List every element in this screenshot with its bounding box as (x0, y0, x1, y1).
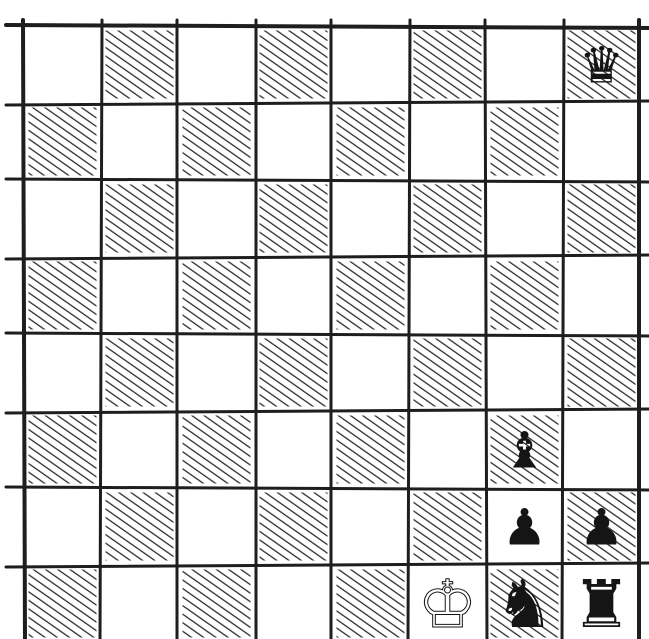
square-b7-light[interactable] (101, 103, 178, 180)
square-d7-light[interactable] (255, 103, 332, 180)
square-a6-light[interactable] (24, 180, 101, 257)
square-c3-dark[interactable] (178, 411, 255, 488)
square-f2-dark[interactable] (409, 488, 486, 565)
square-g7-dark[interactable] (486, 103, 563, 180)
square-f3-light[interactable] (409, 411, 486, 488)
square-c1-dark[interactable] (178, 565, 255, 639)
square-e1-dark[interactable] (332, 565, 409, 639)
square-h5-light[interactable] (563, 257, 640, 334)
square-e8-light[interactable] (332, 26, 409, 103)
square-h7-light[interactable] (563, 103, 640, 180)
square-e5-dark[interactable] (332, 257, 409, 334)
black-pawn-h2[interactable]: ♟ (579, 499, 624, 557)
square-b4-dark[interactable] (101, 334, 178, 411)
square-a3-dark[interactable] (24, 411, 101, 488)
square-c6-light[interactable] (178, 180, 255, 257)
square-g4-light[interactable] (486, 334, 563, 411)
square-d2-dark[interactable] (255, 488, 332, 565)
square-f5-light[interactable] (409, 257, 486, 334)
grid-line-vertical (408, 20, 410, 639)
square-b2-dark[interactable] (101, 488, 178, 565)
square-a1-dark[interactable] (24, 565, 101, 639)
grid-line-vertical (485, 20, 487, 639)
square-b6-dark[interactable] (101, 180, 178, 257)
square-d1-light[interactable] (255, 565, 332, 639)
square-c2-light[interactable] (178, 488, 255, 565)
black-knight-g1[interactable]: ♞ (495, 566, 554, 639)
square-e7-dark[interactable] (332, 103, 409, 180)
square-c4-light[interactable] (178, 334, 255, 411)
square-a8-light[interactable] (24, 26, 101, 103)
square-f8-dark[interactable] (409, 26, 486, 103)
grid-line-vertical (100, 20, 102, 639)
square-b5-light[interactable] (101, 257, 178, 334)
square-e3-dark[interactable] (332, 411, 409, 488)
square-a5-dark[interactable] (24, 257, 101, 334)
square-h3-light[interactable] (563, 411, 640, 488)
square-h4-dark[interactable] (563, 334, 640, 411)
square-b3-light[interactable] (101, 411, 178, 488)
square-c8-light[interactable] (178, 26, 255, 103)
square-f7-light[interactable] (409, 103, 486, 180)
square-g5-dark[interactable] (486, 257, 563, 334)
square-d6-dark[interactable] (255, 180, 332, 257)
square-d8-dark[interactable] (255, 26, 332, 103)
black-queen-h8[interactable]: ♛ (579, 37, 624, 95)
black-pawn-g2[interactable]: ♟ (502, 499, 547, 557)
square-d4-dark[interactable] (255, 334, 332, 411)
square-c7-dark[interactable] (178, 103, 255, 180)
square-g8-light[interactable] (486, 26, 563, 103)
square-a2-light[interactable] (24, 488, 101, 565)
square-d5-light[interactable] (255, 257, 332, 334)
square-f6-dark[interactable] (409, 180, 486, 257)
square-h6-dark[interactable] (563, 180, 640, 257)
white-king-f1[interactable]: ♔ (418, 566, 477, 639)
black-rook-h1[interactable]: ♜ (572, 566, 631, 639)
square-e2-light[interactable] (332, 488, 409, 565)
black-bishop-g3[interactable]: ♝ (502, 422, 547, 480)
square-f4-dark[interactable] (409, 334, 486, 411)
square-g6-light[interactable] (486, 180, 563, 257)
square-d3-light[interactable] (255, 411, 332, 488)
square-e4-light[interactable] (332, 334, 409, 411)
square-b1-light[interactable] (101, 565, 178, 639)
square-e6-light[interactable] (332, 180, 409, 257)
square-a4-light[interactable] (24, 334, 101, 411)
square-b8-dark[interactable] (101, 26, 178, 103)
square-c5-dark[interactable] (178, 257, 255, 334)
grid-line-vertical (562, 20, 564, 639)
square-a7-dark[interactable] (24, 103, 101, 180)
grid-line-vertical (23, 20, 25, 639)
